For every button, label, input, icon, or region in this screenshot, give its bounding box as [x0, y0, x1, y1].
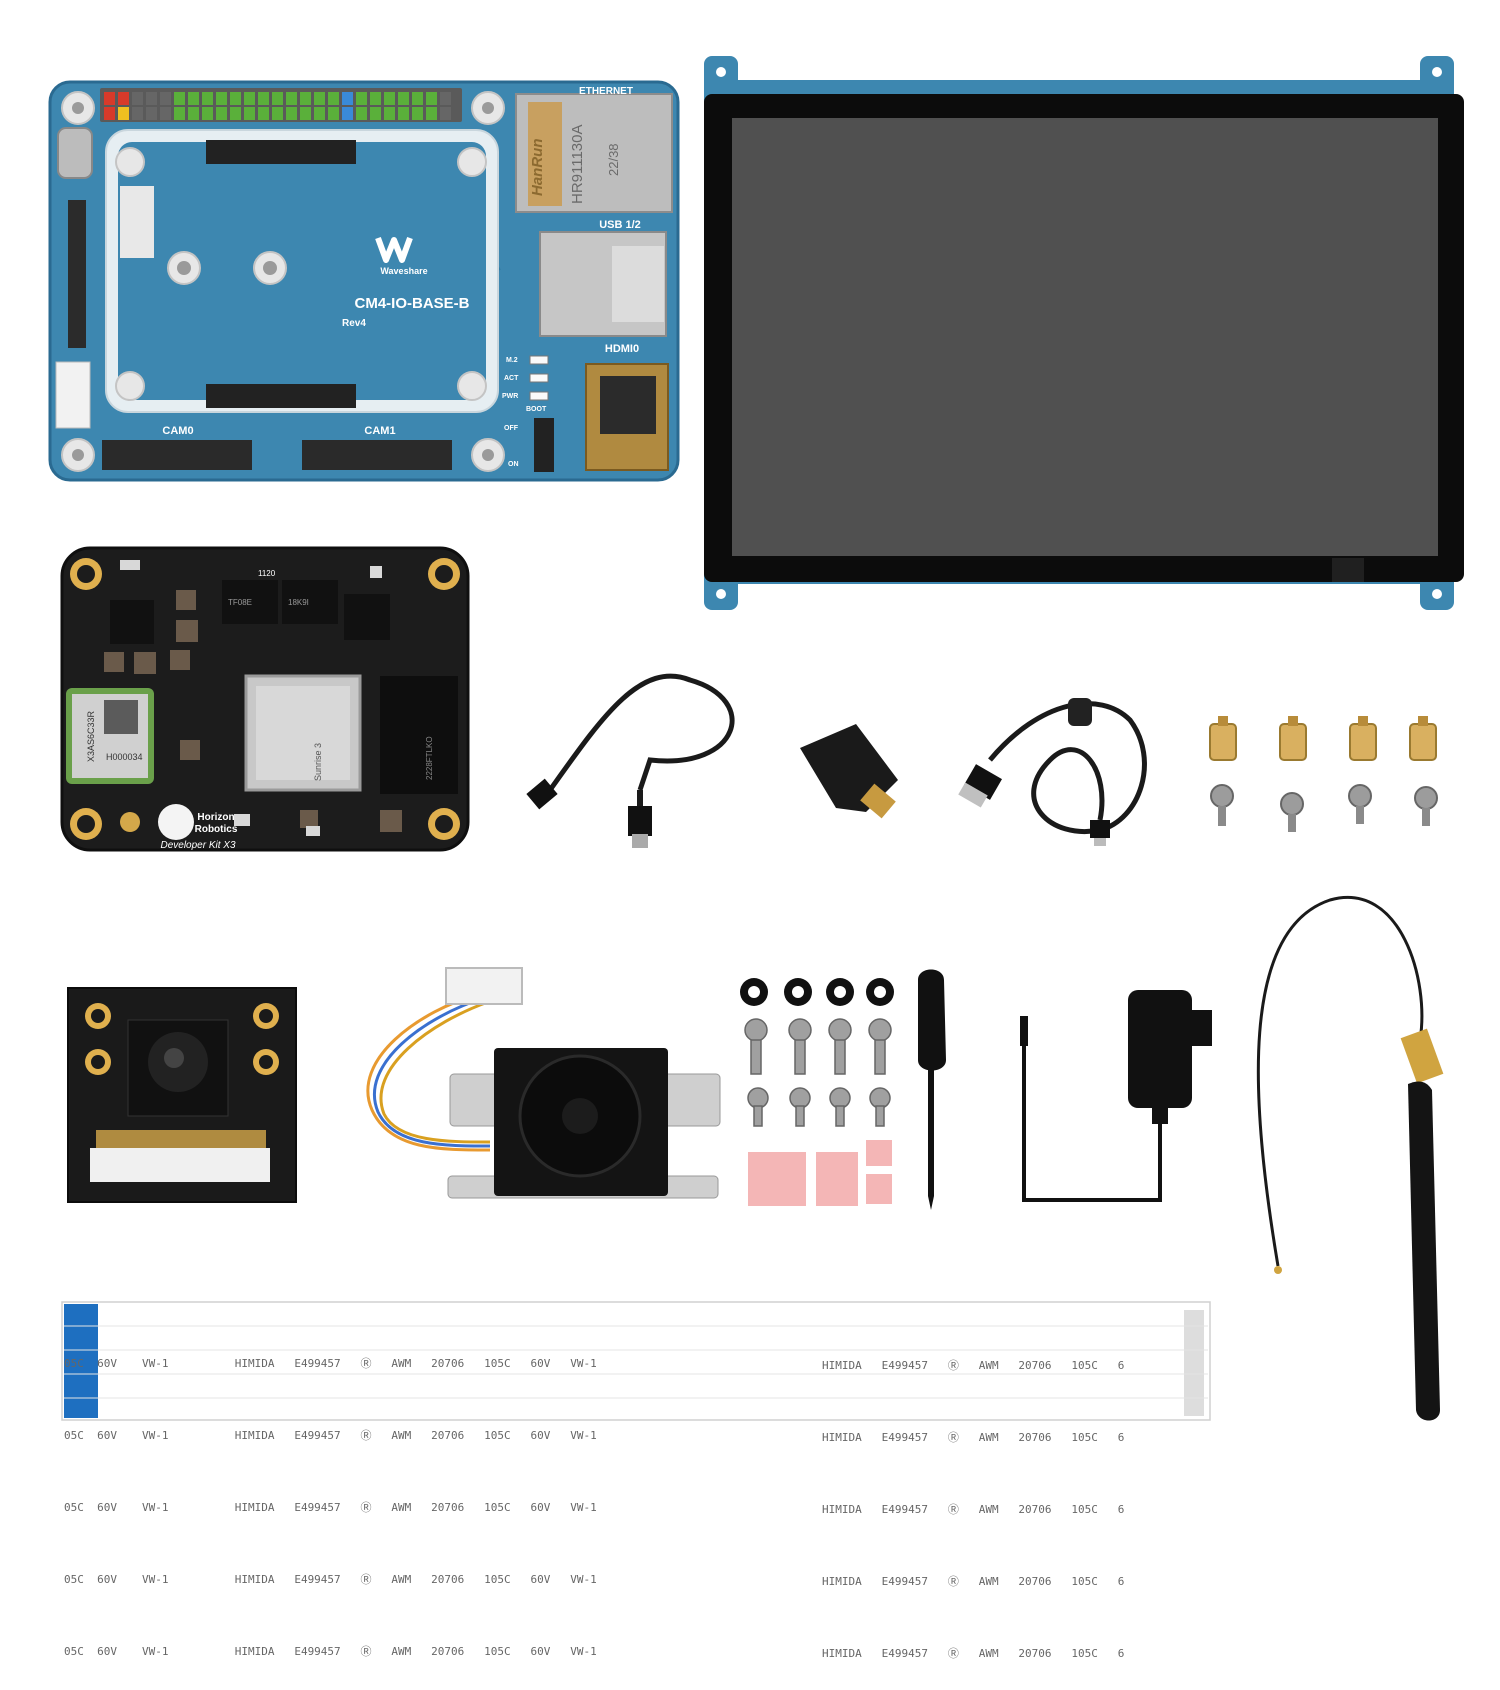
- ffc-text-middle: VW-1 HIMIDA E499457 Ⓡ AWM 20706 105C 60V…: [142, 1304, 597, 1688]
- ffc-row-2: VW-1 HIMIDA E499457 Ⓡ AWM 20706 105C 60V…: [142, 1429, 597, 1442]
- ffc-row-1-stub: 05C 60V: [64, 1357, 117, 1370]
- cm4-io-base-board: [48, 80, 680, 482]
- rj45-part-label: HR911130A: [569, 125, 586, 205]
- ffc-row-4-stub: 05C 60V: [64, 1573, 117, 1586]
- silk-label: 1120: [258, 569, 276, 578]
- cooling-fan: [366, 967, 721, 1199]
- waveshare-logo: [375, 236, 413, 263]
- ffc-text-left: 05C 60V 05C 60V 05C 60V 05C 60V 05C 60V: [64, 1304, 117, 1688]
- ffc-row-4-right: HIMIDA E499457 Ⓡ AWM 20706 105C 6: [822, 1575, 1125, 1588]
- ffc-text-right: HIMIDA E499457 Ⓡ AWM 20706 105C 6 HIMIDA…: [822, 1306, 1124, 1690]
- ffc-ribbon-cable: [61, 1301, 1211, 1421]
- rj45-brand-label: HanRun: [529, 139, 546, 197]
- board-brand-label: Waveshare: [380, 266, 427, 276]
- screw-set: [740, 978, 894, 1206]
- power-adapter: [1020, 990, 1212, 1202]
- ffc-row-3-right: HIMIDA E499457 Ⓡ AWM 20706 105C 6: [822, 1503, 1125, 1516]
- hdmi-cable: [526, 673, 735, 848]
- ffc-row-1: VW-1 HIMIDA E499457 Ⓡ AWM 20706 105C 60V…: [142, 1357, 597, 1370]
- cam1-label: CAM1: [364, 425, 395, 437]
- product-kit-photo: CM4-IO-BASE-B Rev4 Waveshare ETHERNET US…: [48, 56, 1464, 1421]
- standoffs: [1209, 716, 1438, 832]
- board-rev-label: Rev4: [342, 318, 366, 329]
- ffc-row-5-stub: 05C 60V: [64, 1645, 117, 1658]
- brand-line2-label: Robotics: [195, 824, 238, 835]
- wifi-antenna: [1256, 896, 1444, 1421]
- lcd-display: [704, 56, 1464, 610]
- ffc-row-2-right: HIMIDA E499457 Ⓡ AWM 20706 105C 6: [822, 1431, 1125, 1444]
- led-m2-label: M.2: [506, 357, 518, 364]
- ffc-row-5: VW-1 HIMIDA E499457 Ⓡ AWM 20706 105C 60V…: [142, 1645, 597, 1658]
- core-module-board: [60, 546, 470, 852]
- wifi-code-label: X3AS6C33R: [86, 710, 96, 762]
- ffc-row-4: VW-1 HIMIDA E499457 Ⓡ AWM 20706 105C 60V…: [142, 1573, 597, 1586]
- ffc-row-5-right: HIMIDA E499457 Ⓡ AWM 20706 105C 6: [822, 1647, 1125, 1660]
- hdmi-label: HDMI0: [605, 343, 639, 355]
- camera-module: [67, 987, 297, 1203]
- ic-sub-label: 18K9I: [288, 598, 309, 607]
- usb-label: USB 1/2: [599, 219, 641, 231]
- ethernet-label: ETHERNET: [579, 86, 633, 97]
- ic-mark-label: TF08E: [228, 598, 252, 607]
- ram-mark-label: 2228FTLKO: [425, 736, 434, 780]
- led-pwr-label: PWR: [502, 393, 518, 400]
- brand-line1-label: Horizon: [197, 812, 234, 823]
- screwdriver: [918, 969, 946, 1210]
- soc-chip-label: Sunrise 3: [313, 743, 323, 781]
- board-model-label: CM4-IO-BASE-B: [355, 295, 470, 312]
- usb-cable: [958, 698, 1147, 846]
- switch-on-label: ON: [508, 461, 519, 468]
- kit-label: Developer Kit X3: [160, 840, 235, 851]
- switch-off-label: OFF: [504, 425, 519, 432]
- ffc-row-2-stub: 05C 60V: [64, 1429, 117, 1442]
- cam0-label: CAM0: [162, 425, 193, 437]
- rj45-date-label: 22/38: [606, 143, 621, 176]
- hdmi-adapter: [800, 724, 898, 819]
- boot-label: BOOT: [526, 406, 547, 413]
- ffc-row-1-right: HIMIDA E499457 Ⓡ AWM 20706 105C 6: [822, 1359, 1125, 1372]
- gpio-header: [104, 92, 451, 120]
- led-act-label: ACT: [504, 375, 519, 382]
- wifi-id-label: H000034: [106, 752, 143, 762]
